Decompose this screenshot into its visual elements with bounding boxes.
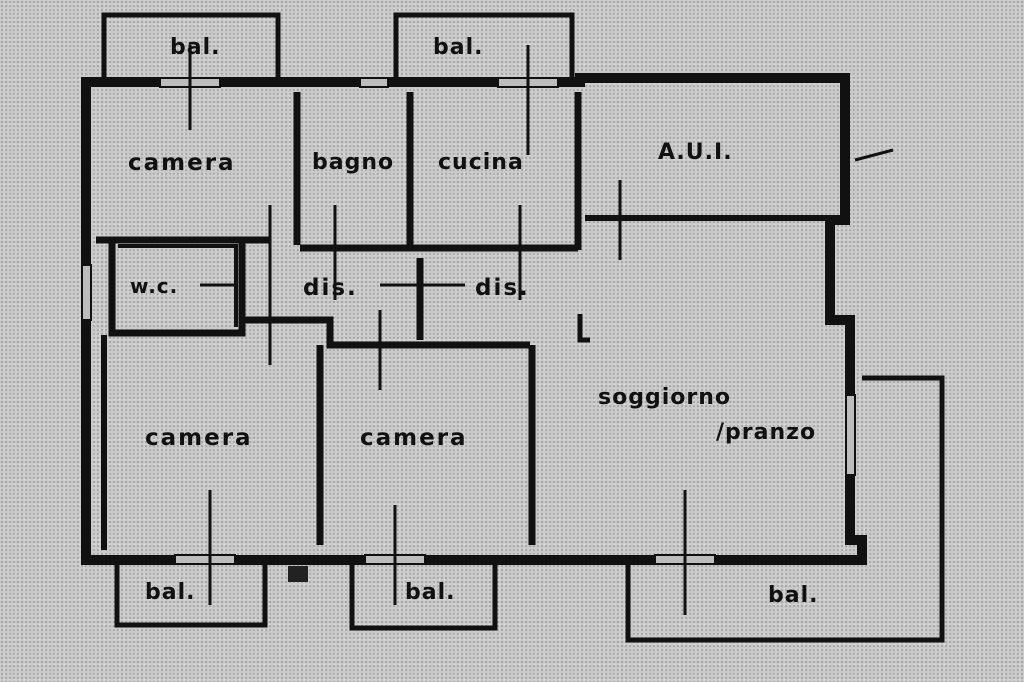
balcony-bottom-right <box>625 375 945 643</box>
leader-lines <box>188 45 894 615</box>
leader-13 <box>854 148 894 162</box>
label-camera-bottom-mid: camera <box>360 425 468 451</box>
window-top-3 <box>359 77 389 88</box>
wall-corridor-bottom <box>242 316 530 349</box>
label-bagno: bagno <box>312 150 395 175</box>
label-camera-top-left: camera <box>128 150 236 176</box>
label-pranzo: /pranzo <box>716 420 817 445</box>
window-bottom-1 <box>174 554 236 565</box>
stair-mark <box>288 566 308 582</box>
label-dis-left: dis. <box>303 275 358 301</box>
label-camera-bottom-left: camera <box>145 425 253 451</box>
label-bal-bottom-right: bal. <box>768 583 819 608</box>
balcony-bottom-mid <box>349 560 498 631</box>
balcony-top-left <box>101 12 281 82</box>
label-dis-right: dis. <box>475 275 530 301</box>
outer-wall <box>81 73 867 565</box>
label-soggiorno: soggiorno <box>598 385 731 410</box>
balcony-bottom-left <box>114 560 268 628</box>
window-right <box>845 394 856 476</box>
label-bal-top-mid: bal. <box>433 35 484 60</box>
label-cucina: cucina <box>438 150 524 175</box>
walls <box>81 12 945 643</box>
wall-wc <box>108 240 246 337</box>
label-aui: A.U.I. <box>658 140 733 165</box>
label-bal-top-left: bal. <box>170 35 221 60</box>
balcony-top-mid <box>393 12 575 82</box>
label-bal-bottom-left: bal. <box>145 580 196 605</box>
wall-stub <box>577 314 590 343</box>
window-left <box>81 264 92 321</box>
label-wc: w.c. <box>130 274 179 298</box>
wall-wc-inner <box>118 244 238 327</box>
label-bal-bottom-mid: bal. <box>405 580 456 605</box>
